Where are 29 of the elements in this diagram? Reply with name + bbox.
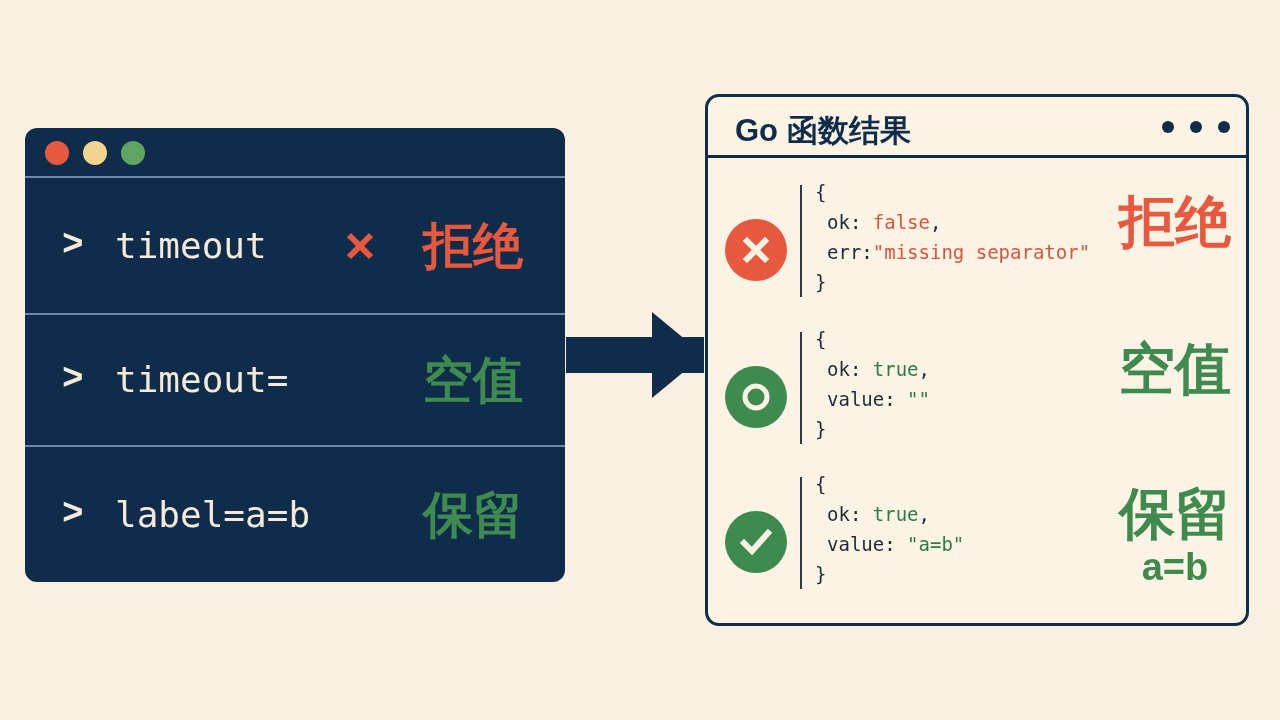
code-line: value: "": [826, 387, 930, 412]
arrow: [566, 312, 704, 398]
code-line: }: [815, 270, 827, 295]
status-value: a=b: [1141, 547, 1209, 587]
prompt-symbol: >: [62, 492, 84, 537]
code-line: ok: true,: [826, 357, 930, 382]
prompt-symbol: >: [62, 223, 84, 268]
status-label: 保留: [423, 485, 523, 544]
window-title: Go 函数结果: [735, 112, 911, 150]
command-text: label=a=b: [115, 492, 311, 537]
status-label: 空值: [423, 350, 523, 410]
code-line: ok: true,: [826, 502, 930, 527]
status-label: 拒绝: [423, 216, 523, 275]
command-text: timeout: [115, 223, 267, 268]
code-line: value: "a=b": [826, 532, 965, 557]
code-line: ok: false,: [826, 210, 942, 235]
command-text: timeout=: [115, 358, 289, 402]
code-line: {: [815, 472, 827, 497]
code-line: {: [815, 180, 827, 205]
result-window: [705, 94, 1249, 626]
terminal-window: [25, 128, 565, 582]
prompt-symbol: >: [62, 358, 84, 402]
code-line: err:"missing separator": [826, 240, 1091, 265]
status-label: 拒绝: [1119, 189, 1231, 255]
code-line: {: [815, 327, 827, 352]
status-label: 保留: [1119, 481, 1231, 547]
status-label: 空值: [1119, 336, 1231, 402]
code-line: }: [815, 417, 827, 442]
code-line: }: [815, 562, 827, 587]
